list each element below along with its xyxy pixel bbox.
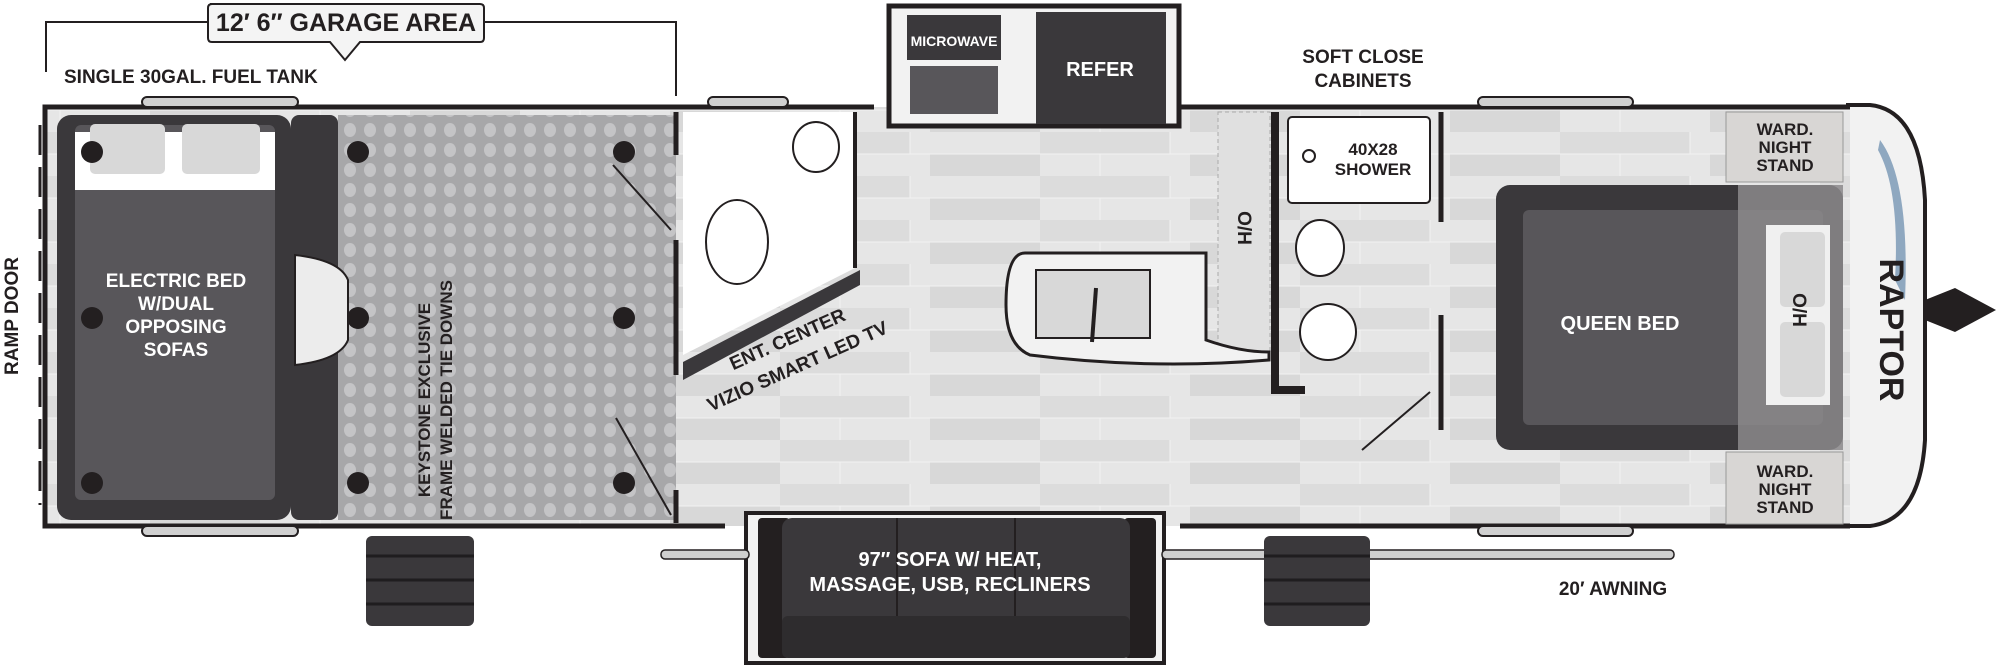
bath-sink-icon bbox=[1295, 219, 1345, 277]
ward-bottom-label-3: STAND bbox=[1756, 498, 1813, 517]
tie-down-icon bbox=[347, 307, 369, 329]
wardrobe-bottom[interactable] bbox=[1725, 451, 1844, 525]
sofa-label-1: 97″ SOFA W/ HEAT, bbox=[859, 549, 1042, 571]
refrigerator bbox=[1036, 12, 1166, 124]
awning-label: 20′ AWNING bbox=[1559, 579, 1667, 600]
tie-downs-label-1: KEYSTONE EXCLUSIVE bbox=[415, 303, 434, 497]
garage-bed-label-1: ELECTRIC BED bbox=[106, 271, 246, 292]
tie-down-icon bbox=[347, 141, 369, 163]
raptor-logo: RAPTOR bbox=[1872, 259, 1910, 402]
stove-icon bbox=[910, 66, 998, 114]
toilet-icon bbox=[705, 199, 769, 285]
shower-label-2: SHOWER bbox=[1335, 160, 1412, 179]
tie-down-icon bbox=[347, 472, 369, 494]
shower-label-1: 40X28 bbox=[1348, 140, 1397, 159]
garage-area-label: 12′ 6″ GARAGE AREA bbox=[216, 9, 476, 37]
garage-bed-label-3: OPPOSING bbox=[125, 317, 226, 338]
ward-top-label-3: STAND bbox=[1756, 156, 1813, 175]
full-bath: 40X28 SHOWER bbox=[1271, 112, 1444, 451]
kitchen-oh-label: O/H bbox=[1233, 211, 1254, 245]
accent-stripe bbox=[1878, 140, 1906, 300]
overhead-cabinet bbox=[1217, 111, 1271, 353]
windows bbox=[141, 96, 1634, 537]
electric-bed[interactable]: ELECTRIC BED W/DUAL OPPOSING SOFAS bbox=[57, 115, 349, 520]
kitchen-slide: MICROWAVE REFER bbox=[886, 3, 1182, 129]
tie-downs-label-2: FRAME WELDED TIE DOWNS bbox=[437, 280, 456, 520]
soft-close-label-2: CABINETS bbox=[1314, 71, 1411, 92]
microwave-label: MICROWAVE bbox=[911, 33, 998, 49]
bath-door[interactable] bbox=[1361, 391, 1431, 451]
ward-top-label-1: WARD. bbox=[1757, 120, 1814, 139]
queen-bed-label: QUEEN BED bbox=[1561, 313, 1680, 335]
fuel-tank-label: SINGLE 30GAL. FUEL TANK bbox=[64, 67, 318, 88]
sofa-slide: 97″ SOFA W/ HEAT, MASSAGE, USB, RECLINER… bbox=[744, 511, 1166, 665]
garage-bed-label-2: W/DUAL bbox=[138, 294, 214, 315]
sink-icon bbox=[792, 121, 840, 173]
refer-label: REFER bbox=[1066, 59, 1134, 81]
shower bbox=[1287, 116, 1431, 204]
soft-close-label-1: SOFT CLOSE bbox=[1302, 47, 1423, 68]
tie-down-icon bbox=[613, 141, 635, 163]
ward-top-label-2: NIGHT bbox=[1759, 138, 1813, 157]
microwave bbox=[907, 15, 1001, 60]
tie-downs bbox=[81, 141, 635, 494]
ramp-door-label: RAMP DOOR bbox=[2, 257, 23, 375]
wardrobe-top[interactable] bbox=[1725, 111, 1844, 183]
ward-bottom-label-1: WARD. bbox=[1757, 462, 1814, 481]
tie-down-icon bbox=[613, 307, 635, 329]
hitch bbox=[1925, 288, 1996, 332]
sofa-label-2: MASSAGE, USB, RECLINERS bbox=[809, 574, 1090, 596]
bedroom: WARD. NIGHT STAND WARD. NIGHT STAND QUEE… bbox=[1496, 111, 1844, 525]
tie-down-icon bbox=[613, 472, 635, 494]
tires bbox=[366, 536, 1370, 626]
front-cap: RAPTOR bbox=[1846, 103, 1996, 528]
ent-center bbox=[683, 270, 860, 380]
garage-bed-label-4: SOFAS bbox=[144, 340, 208, 361]
bedroom-oh-label: O/H bbox=[1788, 293, 1809, 327]
garage-dimension: 12′ 6″ GARAGE AREA bbox=[45, 3, 677, 96]
tie-down-icon bbox=[81, 307, 103, 329]
tie-down-icon bbox=[81, 141, 103, 163]
tie-down-icon bbox=[81, 472, 103, 494]
bath-toilet-icon bbox=[1299, 303, 1357, 361]
ward-bottom-label-2: NIGHT bbox=[1759, 480, 1813, 499]
